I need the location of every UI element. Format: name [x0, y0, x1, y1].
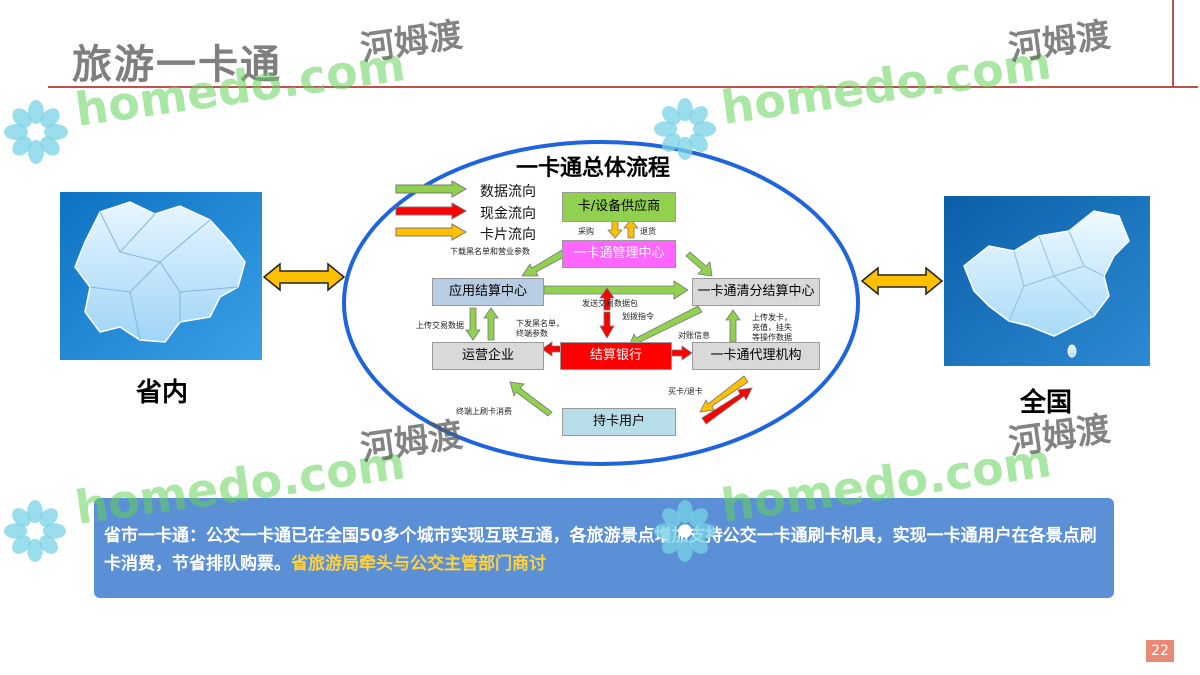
label-buy-return: 买卡/退卡	[668, 387, 703, 396]
label-upload-card-2: 充值，挂失	[752, 323, 792, 332]
watermark-flower-icon	[4, 100, 68, 164]
legend-card-arrow	[395, 223, 468, 241]
diagram-title: 一卡通总体流程	[516, 156, 671, 181]
province-map	[60, 192, 262, 360]
info-banner	[94, 498, 1114, 598]
label-download: 下载黑名单和营业参数	[450, 247, 530, 256]
watermark-latin-2: homedo.com	[717, 35, 1055, 135]
left-double-arrow	[262, 262, 346, 292]
label-upload-trade: 上传交易数据	[416, 321, 464, 330]
label-send-pkg: 发送交易数据包	[582, 299, 638, 308]
watermark-flower-icon	[3, 499, 67, 563]
node-app-settle: 应用结算中心	[432, 278, 544, 306]
label-return: 退货	[640, 227, 656, 236]
node-operator: 运营企业	[432, 342, 544, 370]
legend-data-arrow	[395, 180, 468, 198]
legend-cash-label: 现金流向	[480, 206, 536, 222]
page-number: 22	[1146, 640, 1174, 662]
page-title: 旅游一卡通	[72, 42, 282, 88]
node-supplier: 卡/设备供应商	[562, 192, 676, 222]
label-issue-blacklist-1: 下发黑名单，	[516, 319, 564, 328]
national-caption: 全国	[1020, 388, 1073, 418]
node-agent: 一卡通代理机构	[692, 342, 820, 370]
info-main: 省市一卡通：公交一卡通已在全国50多个城市实现互联互通，各旅游景点增加支持公交一…	[104, 526, 1097, 574]
watermark-cn-1: 河姆渡	[358, 15, 465, 69]
info-highlight: 省旅游局牵头与公交主管部门商讨	[291, 554, 546, 574]
legend-card-label: 卡片流向	[480, 227, 536, 243]
label-upload-card-3: 等操作数据	[752, 333, 792, 342]
watermark-flower-icon	[653, 97, 717, 161]
node-mgmt: 一卡通管理中心	[562, 240, 676, 268]
province-caption: 省内	[136, 378, 189, 408]
legend-cash-arrow	[395, 202, 468, 220]
watermark-cn-2: 河姆渡	[1006, 15, 1113, 69]
national-map	[944, 196, 1150, 366]
title-underline	[48, 86, 1198, 88]
label-issue-blacklist-2: 终端参数	[516, 329, 548, 338]
label-reconcile: 对账信息	[678, 331, 710, 340]
flow-ellipse	[342, 140, 860, 466]
right-double-arrow	[860, 266, 944, 296]
node-bank: 结算银行	[560, 342, 672, 370]
title-right-rule	[1172, 0, 1174, 88]
node-clearing: 一卡通清分结算中心	[692, 278, 820, 306]
label-transfer: 划拨指令	[622, 312, 654, 321]
legend-data-label: 数据流向	[480, 184, 536, 200]
flow-arrows	[465, 219, 753, 425]
label-purchase: 采购	[578, 227, 594, 236]
info-text: 省市一卡通：公交一卡通已在全国50多个城市实现互联互通，各旅游景点增加支持公交一…	[104, 522, 1109, 578]
label-upload-card-1: 上传发卡，	[752, 313, 792, 322]
watermark-flower-icon	[653, 499, 717, 563]
node-user: 持卡用户	[562, 408, 676, 436]
label-terminal-spend: 终端上刷卡消费	[456, 407, 512, 416]
